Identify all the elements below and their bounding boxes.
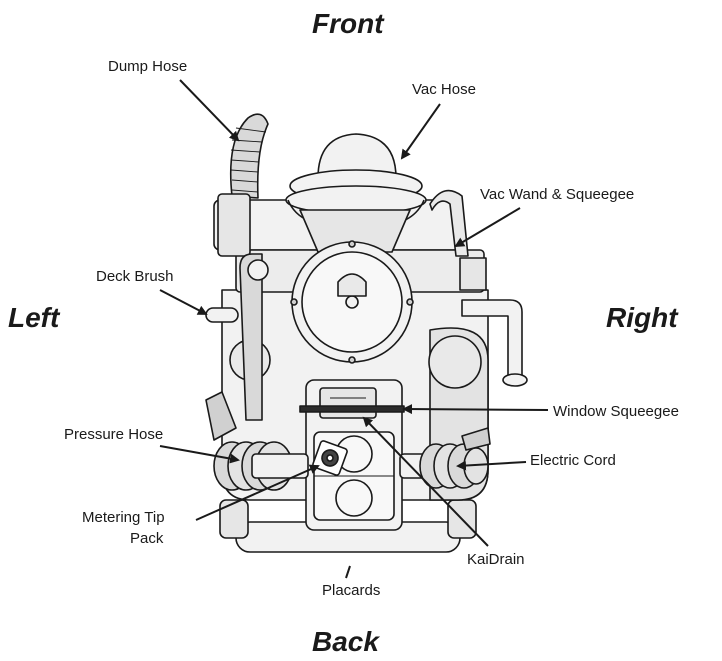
label-deck-brush: Deck Brush [96,268,174,285]
label-pressure-hose: Pressure Hose [64,426,164,443]
leader-deck-brush [159,289,208,315]
label-vac-hose: Vac Hose [412,81,476,98]
leader-metering-tip [195,464,320,521]
label-kaidrain: KaiDrain [467,551,525,568]
back-label: Back [312,626,379,657]
leader-kaidrain [362,416,489,547]
label-placards: Placards [322,582,381,599]
left-label: Left [8,302,60,333]
label-vac-wand: Vac Wand & Squeegee [480,186,635,203]
left-down-hose [239,253,263,421]
label-metering-pack: Pack [130,530,164,547]
window-squeegee [299,405,405,413]
front-label: Front [312,8,384,39]
leader-vac-hose [400,103,441,160]
label-dump-hose: Dump Hose [108,58,188,75]
leader-electric-cord [456,460,527,471]
label-metering-tip: Metering Tip [82,509,165,526]
leader-dump-hose [179,79,240,142]
leader-window-squeegee [402,404,549,415]
leader-pressure-hose [159,445,240,464]
vac-hose-dome [317,133,397,179]
leader-placards [345,565,351,579]
right-elbow-pipe [461,299,523,379]
dump-hose [229,113,269,199]
electric-cord-coil [419,443,489,489]
label-electric-cord: Electric Cord [530,452,616,469]
leader-vac-wand [454,207,521,248]
right-label: Right [606,302,678,333]
label-window-squeegee: Window Squeegee [553,403,679,420]
deck-brush-stub [205,307,239,323]
